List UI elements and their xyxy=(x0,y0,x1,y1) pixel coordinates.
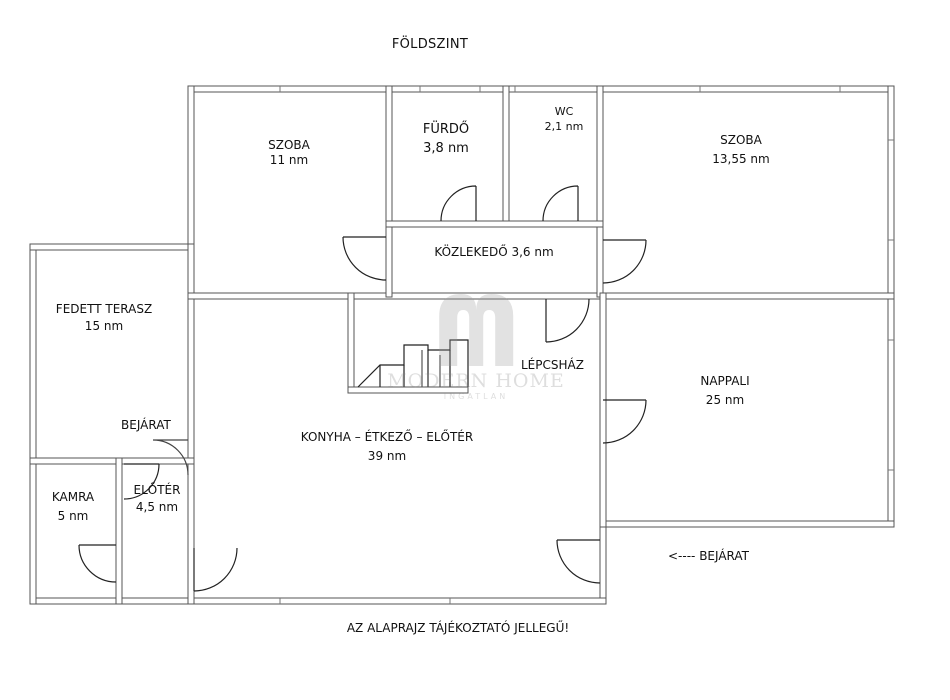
room-furdo: FÜRDŐ 3,8 nm xyxy=(423,120,469,158)
room-area: 11 nm xyxy=(269,153,309,167)
wall-stair-left xyxy=(347,292,355,392)
room-area: 13,55 nm xyxy=(712,152,770,166)
wall-nappali-left xyxy=(599,292,607,528)
door-wc xyxy=(542,185,579,222)
room-name: WC xyxy=(554,105,574,118)
door-konyha-bottom xyxy=(193,547,238,592)
wall-terrace-kamra xyxy=(29,457,195,465)
door-stair xyxy=(545,298,590,343)
room-area: 2,1 nm xyxy=(544,120,584,133)
room-name: ELŐTÉR xyxy=(133,483,181,497)
outer-wall-top-main xyxy=(187,85,895,93)
wall-stair-bottom xyxy=(347,386,469,394)
wall-bath-corridor xyxy=(385,220,604,228)
outer-wall-right-lower xyxy=(599,520,607,605)
door-szoba-left xyxy=(342,236,387,281)
room-area: 4,5 nm xyxy=(135,500,179,514)
room-area: 25 nm xyxy=(705,393,745,407)
room-name: SZOBA xyxy=(268,138,310,152)
room-nappali: NAPPALI 25 nm xyxy=(700,372,749,410)
staircase xyxy=(357,339,469,388)
wall-szoba-furdo xyxy=(385,85,393,298)
room-name: KÖZLEKEDŐ 3,6 nm xyxy=(434,245,554,259)
room-szoba-left: SZOBA 11 nm xyxy=(268,138,310,168)
room-area: 3,8 nm xyxy=(423,141,469,156)
room-area: 39 nm xyxy=(367,449,407,463)
outer-wall-top-terrace xyxy=(29,243,195,251)
wall-terrace-right xyxy=(187,243,195,605)
room-name: FEDETT TERASZ xyxy=(55,302,153,316)
room-kozlekedo: KÖZLEKEDŐ 3,6 nm xyxy=(434,245,553,260)
room-name: LÉPCSHÁZ xyxy=(521,358,584,372)
door-furdo xyxy=(440,185,477,222)
entrance-arrow-label: <---- BEJÁRAT xyxy=(668,549,749,563)
wall-kamra-eloter xyxy=(115,457,123,605)
room-fedett-terasz: FEDETT TERASZ 15 nm xyxy=(56,301,152,335)
room-kamra: KAMRA 5 nm xyxy=(52,488,94,526)
outer-wall-left-upper xyxy=(187,85,195,251)
room-name: FÜRDŐ xyxy=(422,122,470,137)
outer-wall-left xyxy=(29,243,37,605)
room-konyha: KONYHA – ÉTKEZŐ – ELŐTÉR 39 nm xyxy=(301,428,473,466)
room-name: NAPPALI xyxy=(700,374,750,388)
door-entrance xyxy=(556,539,601,584)
wall-wc-szoba xyxy=(596,85,604,298)
room-lepcsohaz: LÉPCSHÁZ xyxy=(521,358,584,373)
room-name: KONYHA – ÉTKEZŐ – ELŐTÉR xyxy=(300,430,474,444)
room-wc: WC 2,1 nm xyxy=(545,104,584,134)
outer-wall-right-upper xyxy=(887,85,895,528)
room-szoba-right: SZOBA 13,55 nm xyxy=(712,131,769,169)
floor-title: FÖLDSZINT xyxy=(391,37,469,52)
label-bejarat: BEJÁRAT xyxy=(121,418,171,433)
wall-furdo-wc xyxy=(502,85,510,227)
door-nappali xyxy=(602,399,647,444)
room-area: 15 nm xyxy=(84,319,124,333)
door-eloter xyxy=(123,463,160,500)
room-area: 5 nm xyxy=(57,509,89,523)
room-name: KAMRA xyxy=(51,490,95,504)
room-eloter: ELŐTÉR 4,5 nm xyxy=(134,482,181,516)
room-name: BEJÁRAT xyxy=(121,418,171,432)
door-szoba-right xyxy=(602,239,647,284)
disclaimer-note: AZ ALAPRAJZ TÁJÉKOZTATÓ JELLEGŰ! xyxy=(346,621,570,635)
door-bejarat xyxy=(152,439,189,476)
door-kamra xyxy=(78,544,117,583)
room-name: SZOBA xyxy=(720,133,762,147)
wall-upper-horizontal xyxy=(187,292,895,300)
outer-wall-bottom-right xyxy=(599,520,895,528)
